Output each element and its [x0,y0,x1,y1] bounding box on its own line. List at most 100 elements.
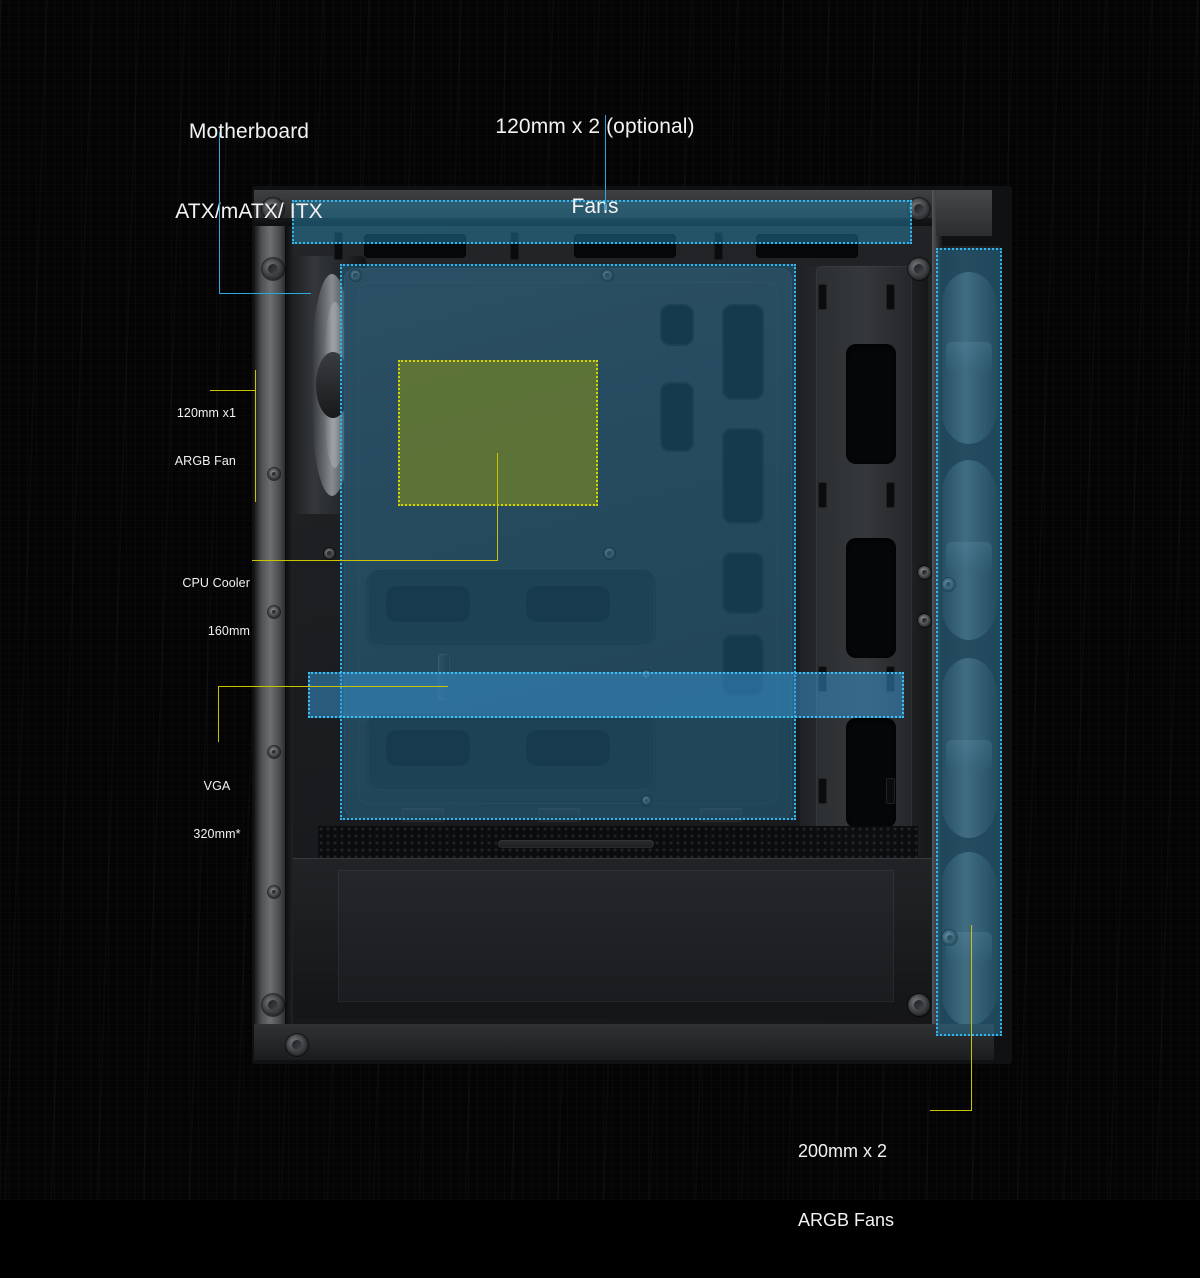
expansion-slot-cover [700,808,742,822]
callout-motherboard-line1: Motherboard [188,119,310,143]
callout-rear-argb-fan-line1: 120mm x1 [176,406,236,420]
callout-front-argb-fans-line2: ARGB Fans [798,1210,895,1231]
cutout-hole [526,586,610,622]
frame-screw [908,994,930,1016]
top-vent-opening [756,234,858,258]
fan-blade [940,460,998,640]
cage-cutout [846,538,896,658]
cage-slot [818,482,827,508]
tray-screw [642,670,651,679]
fan-blade [940,658,998,838]
frame-screw [268,886,280,898]
cutout-hole [526,730,610,766]
top-vent-slot [714,232,723,260]
tray-screw [324,548,335,559]
tray-screw [602,270,613,281]
callout-front-argb-fans: 200mm x 2 ARGB Fans [798,1094,1058,1278]
callout-top-fans: 120mm x 2 (optional) Fans [450,60,740,275]
cutout-hole [386,730,470,766]
frame-screw [262,994,284,1016]
cage-slot [886,666,895,692]
cable-grommet [722,634,764,696]
cage-slot [818,284,827,310]
cage-slot [818,778,827,804]
callout-motherboard-line2: ATX/mATX/ ITX [175,200,323,224]
tray-cutout-upper [366,570,656,648]
leader-cpu-cooler-horizontal [252,560,498,561]
top-vent-opening [574,234,676,258]
top-vent-opening [364,234,466,258]
frame-screw [908,258,930,280]
frame-screw [268,746,280,758]
tray-screw [642,796,651,805]
callout-front-argb-fans-line1: 200mm x 2 [798,1141,888,1162]
cage-slot [886,284,895,310]
cable-clip [438,654,450,700]
frame-screw [908,198,930,220]
leader-front-fans-vertical [971,925,972,1111]
expansion-slot-cover [402,808,444,822]
cage-cutout [846,344,896,464]
leader-motherboard-horizontal [219,293,311,294]
drive-cage [800,266,931,906]
frame-screw [942,578,955,591]
case-left-rail [254,190,288,1058]
cutout-hole [386,586,470,622]
leader-rear-fan-vertical [255,370,256,502]
callout-cpu-cooler-line1: CPU Cooler [182,576,250,590]
frame-screw [286,1034,308,1056]
callout-vga-line2: 320mm* [193,827,241,841]
cable-grommet [722,304,764,400]
callout-top-fans-line1: 120mm x 2 (optional) [495,114,695,138]
frame-screw [268,606,280,618]
callout-motherboard: Motherboard ATX/mATX/ ITX [104,65,394,280]
cable-grommet [660,382,694,452]
case-bottom-bar [254,1024,994,1060]
case-top-bar-shadow [254,218,954,226]
case-left-rail-inner [285,190,293,1058]
cable-grommet [722,552,764,614]
case-front-pillar [932,190,942,1058]
cage-slot [886,778,895,804]
cage-screw [918,614,931,627]
cage-cutout [846,718,896,828]
pc-case-illustration [252,186,1012,1064]
leader-vga-vertical [218,686,219,742]
callout-rear-argb-fan-line2: ARGB Fan [174,454,236,468]
callout-vga-line1: VGA [203,779,231,793]
top-vent-slot [510,232,519,260]
top-vent-slot [334,232,343,260]
cable-grommet [660,304,694,346]
tray-cutout-lower [366,714,656,792]
fan-hub [946,342,992,372]
callout-vga: VGA 320mm* [162,746,272,874]
expansion-slot-rail [498,840,654,848]
frame-screw [942,930,957,945]
fan-blade [940,272,998,444]
cage-screw [918,566,931,579]
psu-shroud-face [338,870,894,1002]
cable-grommet [722,428,764,524]
leader-rear-fan-horizontal [210,390,256,391]
fan-hub [946,542,992,572]
callout-cpu-cooler: CPU Cooler 160mm [98,543,250,671]
callout-top-fans-line2: Fans [571,195,619,219]
leader-front-fans-horizontal [930,1110,972,1111]
frame-screw [262,258,284,280]
frame-screw [262,198,284,220]
leader-motherboard-vertical [219,132,220,294]
leader-cpu-cooler-vertical [497,453,498,561]
callout-rear-argb-fan: 120mm x1 ARGB Fan [84,373,236,501]
fan-hub [946,740,992,770]
case-top-bar [254,190,954,220]
leader-vga-horizontal [218,686,448,687]
cage-slot [818,666,827,692]
cage-slot [886,482,895,508]
tray-screw [604,548,615,559]
callout-cpu-cooler-line2: 160mm [207,624,250,638]
leader-top-fans [605,115,606,210]
frame-screw [268,468,280,480]
diagram-canvas: Motherboard ATX/mATX/ ITX 120mm x 2 (opt… [0,0,1200,1230]
psu-shroud [292,858,936,1018]
tray-screw [350,270,361,281]
